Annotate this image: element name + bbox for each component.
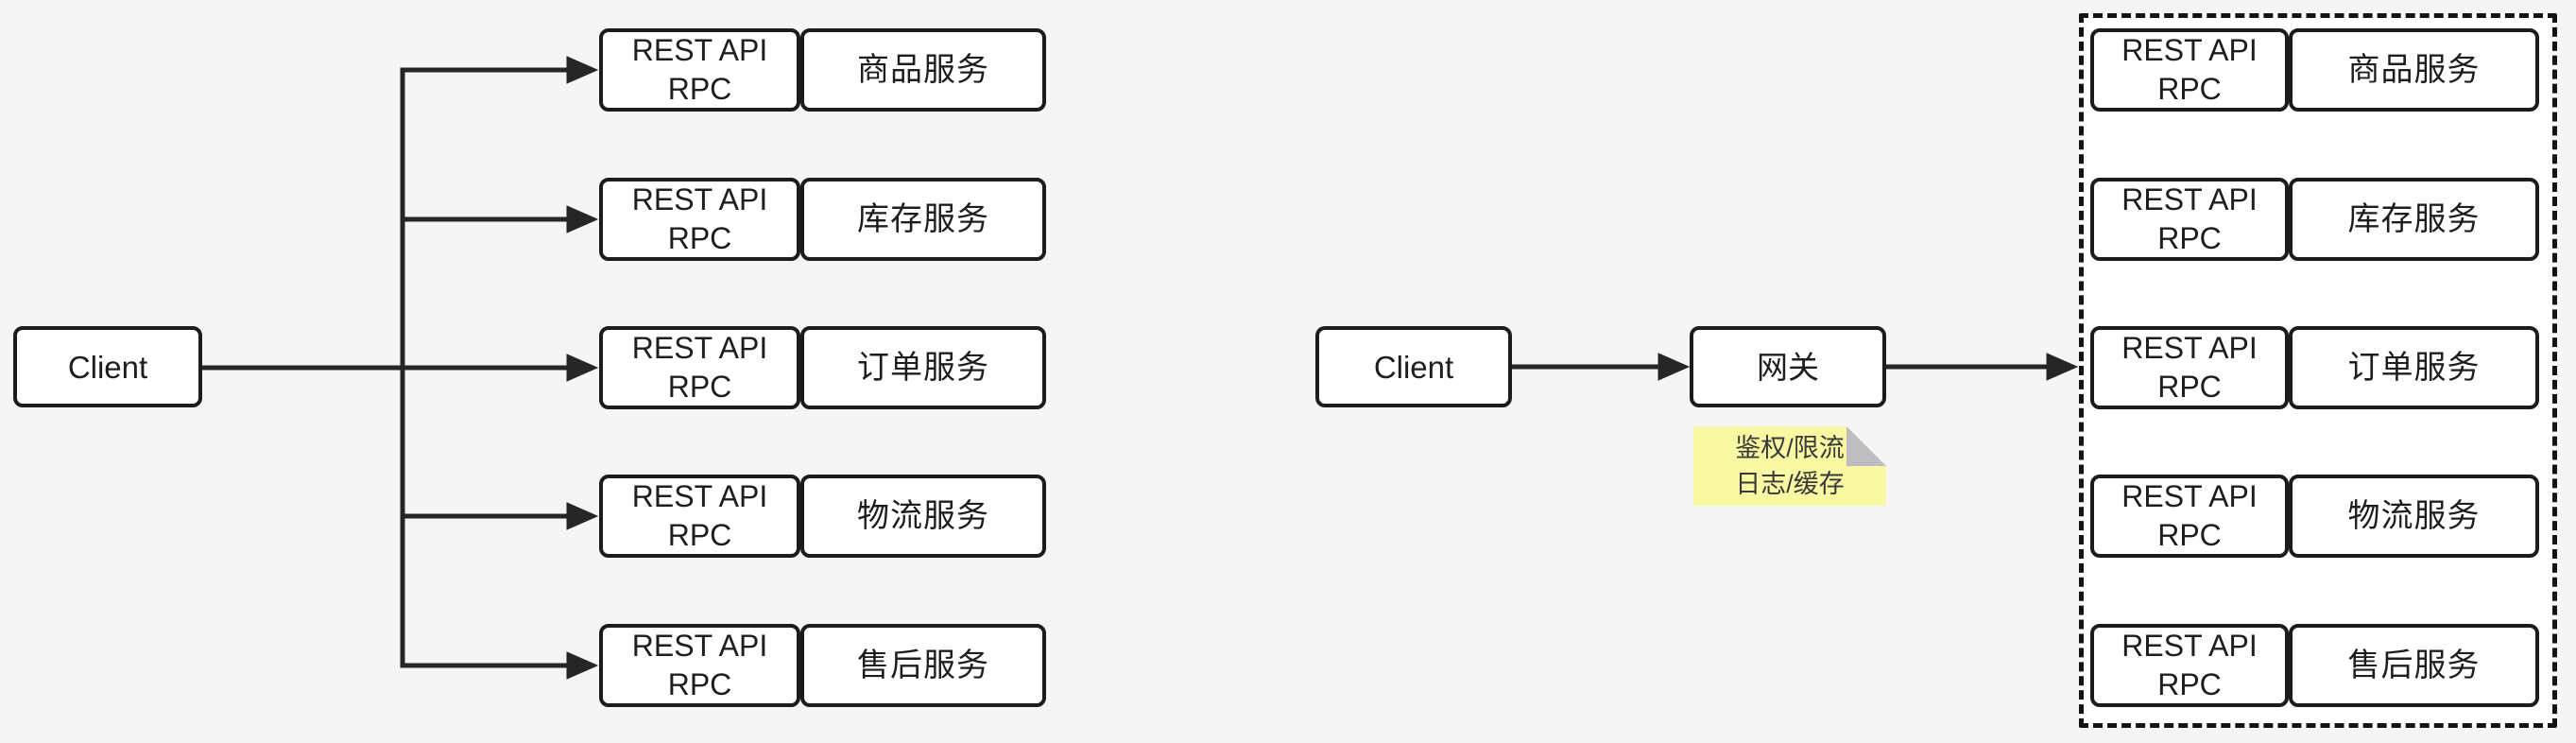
gateway-note: 鉴权/限流 日志/缓存 [1693,426,1886,506]
service-label: 售后服务 [857,647,989,683]
service-node: 售后服务 [800,624,1046,707]
api-protocol-line2: RPC [667,667,732,701]
api-protocol-line1: REST API [2121,479,2258,513]
api-protocol-line2: RPC [2157,221,2222,255]
service-label: 物流服务 [857,497,989,534]
api-protocol-line1: REST API [631,33,768,67]
api-protocol-node: REST API RPC [2090,178,2289,261]
arrow-head [2046,353,2079,381]
left-client-label: Client [67,349,148,385]
service-label: 商品服务 [2347,51,2481,88]
service-label: 售后服务 [2347,647,2481,683]
service-label: 库存服务 [857,200,989,237]
right-client-node: Client [1315,326,1512,407]
service-node: 商品服务 [800,28,1046,112]
api-protocol-line2: RPC [2157,72,2222,106]
api-protocol-node: REST API RPC [599,28,800,112]
api-protocol-node: REST API RPC [599,624,800,707]
left-client-node: Client [13,326,202,407]
api-protocol-node: REST API RPC [599,326,800,409]
api-protocol-line2: RPC [667,518,732,552]
api-protocol-line1: REST API [2121,33,2258,67]
left-service-row: REST API RPC 库存服务 [599,178,1046,261]
right-service-row: REST API RPC 物流服务 [2090,475,2539,558]
api-protocol-line2: RPC [2157,667,2222,701]
service-node: 库存服务 [800,178,1046,261]
service-label: 商品服务 [857,51,989,88]
note-line1: 鉴权/限流 [1735,434,1845,462]
arrow-head [566,502,599,530]
service-node: 售后服务 [2289,624,2539,707]
api-protocol-node: REST API RPC [2090,624,2289,707]
api-protocol-line1: REST API [631,479,768,513]
service-node: 订单服务 [800,326,1046,409]
api-protocol-line1: REST API [631,182,768,216]
gateway-label: 网关 [1757,349,1819,385]
arrow-head [566,56,599,84]
api-protocol-line1: REST API [631,331,768,365]
api-protocol-line1: REST API [2121,331,2258,365]
left-service-row: REST API RPC 物流服务 [599,475,1046,558]
arrow-head [566,354,599,382]
api-protocol-line2: RPC [667,72,732,106]
service-node: 商品服务 [2289,28,2539,112]
note-fold-corner-icon [1846,426,1886,466]
service-node: 库存服务 [2289,178,2539,261]
api-protocol-node: REST API RPC [599,178,800,261]
service-node: 物流服务 [2289,475,2539,558]
api-protocol-node: REST API RPC [599,475,800,558]
service-label: 库存服务 [2347,200,2481,237]
service-label: 订单服务 [857,349,989,386]
right-client-label: Client [1373,349,1454,385]
right-service-row: REST API RPC 库存服务 [2090,178,2539,261]
api-protocol-line1: REST API [2121,629,2258,663]
service-node: 订单服务 [2289,326,2539,409]
right-service-row: REST API RPC 售后服务 [2090,624,2539,707]
arrow-head [566,651,599,680]
arrow-head [1657,353,1691,381]
left-service-row: REST API RPC 订单服务 [599,326,1046,409]
note-line2: 日志/缓存 [1735,470,1845,498]
service-label: 物流服务 [2347,497,2481,534]
api-protocol-line2: RPC [2157,518,2222,552]
gateway-node: 网关 [1690,326,1886,407]
api-protocol-node: REST API RPC [2090,326,2289,409]
api-protocol-node: REST API RPC [2090,28,2289,112]
service-label: 订单服务 [2347,349,2481,386]
left-service-row: REST API RPC 售后服务 [599,624,1046,707]
api-protocol-line2: RPC [667,370,732,404]
arrow-head [566,205,599,233]
api-protocol-line2: RPC [667,221,732,255]
api-protocol-line1: REST API [2121,182,2258,216]
api-protocol-line2: RPC [2157,370,2222,404]
left-service-row: REST API RPC 商品服务 [599,28,1046,112]
right-service-row: REST API RPC 商品服务 [2090,28,2539,112]
right-service-row: REST API RPC 订单服务 [2090,326,2539,409]
api-protocol-node: REST API RPC [2090,475,2289,558]
service-node: 物流服务 [800,475,1046,558]
api-protocol-line1: REST API [631,629,768,663]
